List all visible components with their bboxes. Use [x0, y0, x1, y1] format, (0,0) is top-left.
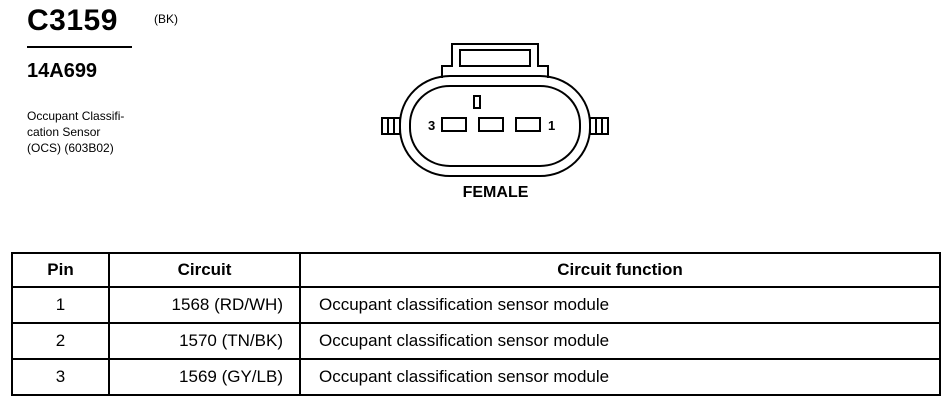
- description-line-1: Occupant Classifi-: [27, 109, 125, 123]
- pin-cavity-1: [515, 117, 541, 132]
- pin-cell: 3: [11, 358, 110, 396]
- table-row: 3 1569 (GY/LB) Occupant classification s…: [11, 358, 941, 396]
- function-cell: Occupant classification sensor module: [299, 322, 941, 360]
- connector-ear-left: [381, 117, 401, 135]
- circuit-cell: 1570 (TN/BK): [108, 322, 301, 360]
- pin-cell: 1: [11, 286, 110, 324]
- connector-ear-right: [589, 117, 609, 135]
- table-row: 1 1568 (RD/WH) Occupant classification s…: [11, 286, 941, 324]
- description-line-2: cation Sensor: [27, 125, 101, 139]
- title-divider: [27, 46, 132, 48]
- description-line-3: (OCS) (603B02): [27, 141, 114, 155]
- pin-label-right: 1: [548, 118, 555, 133]
- connector-gender-label: FEMALE: [462, 184, 529, 201]
- connector-latch-inner: [459, 49, 531, 67]
- pin-label-left: 3: [428, 118, 435, 133]
- part-number: 14A699: [27, 60, 98, 82]
- component-description: Occupant Classifi- cation Sensor (OCS) (…: [27, 108, 187, 156]
- polarizing-key: [473, 95, 481, 109]
- function-cell: Occupant classification sensor module: [299, 286, 941, 324]
- column-header-pin: Pin: [11, 252, 110, 288]
- pin-cavity-2: [478, 117, 504, 132]
- table-header-row: Pin Circuit Circuit function: [11, 252, 941, 288]
- connector-latch: [441, 43, 549, 78]
- connector-color-code: (BK): [154, 12, 178, 26]
- connector-housing-inner: [409, 85, 581, 167]
- circuit-cell: 1569 (GY/LB): [108, 358, 301, 396]
- column-header-circuit-function: Circuit function: [299, 252, 941, 288]
- table-row: 2 1570 (TN/BK) Occupant classification s…: [11, 322, 941, 360]
- function-cell: Occupant classification sensor module: [299, 358, 941, 396]
- connector-face-diagram: 3 1: [381, 43, 609, 177]
- connector-id: C3159: [27, 4, 118, 37]
- pinout-table: Pin Circuit Circuit function 1 1568 (RD/…: [11, 252, 941, 396]
- pin-cavity-3: [441, 117, 467, 132]
- circuit-cell: 1568 (RD/WH): [108, 286, 301, 324]
- column-header-circuit: Circuit: [108, 252, 301, 288]
- pin-cell: 2: [11, 322, 110, 360]
